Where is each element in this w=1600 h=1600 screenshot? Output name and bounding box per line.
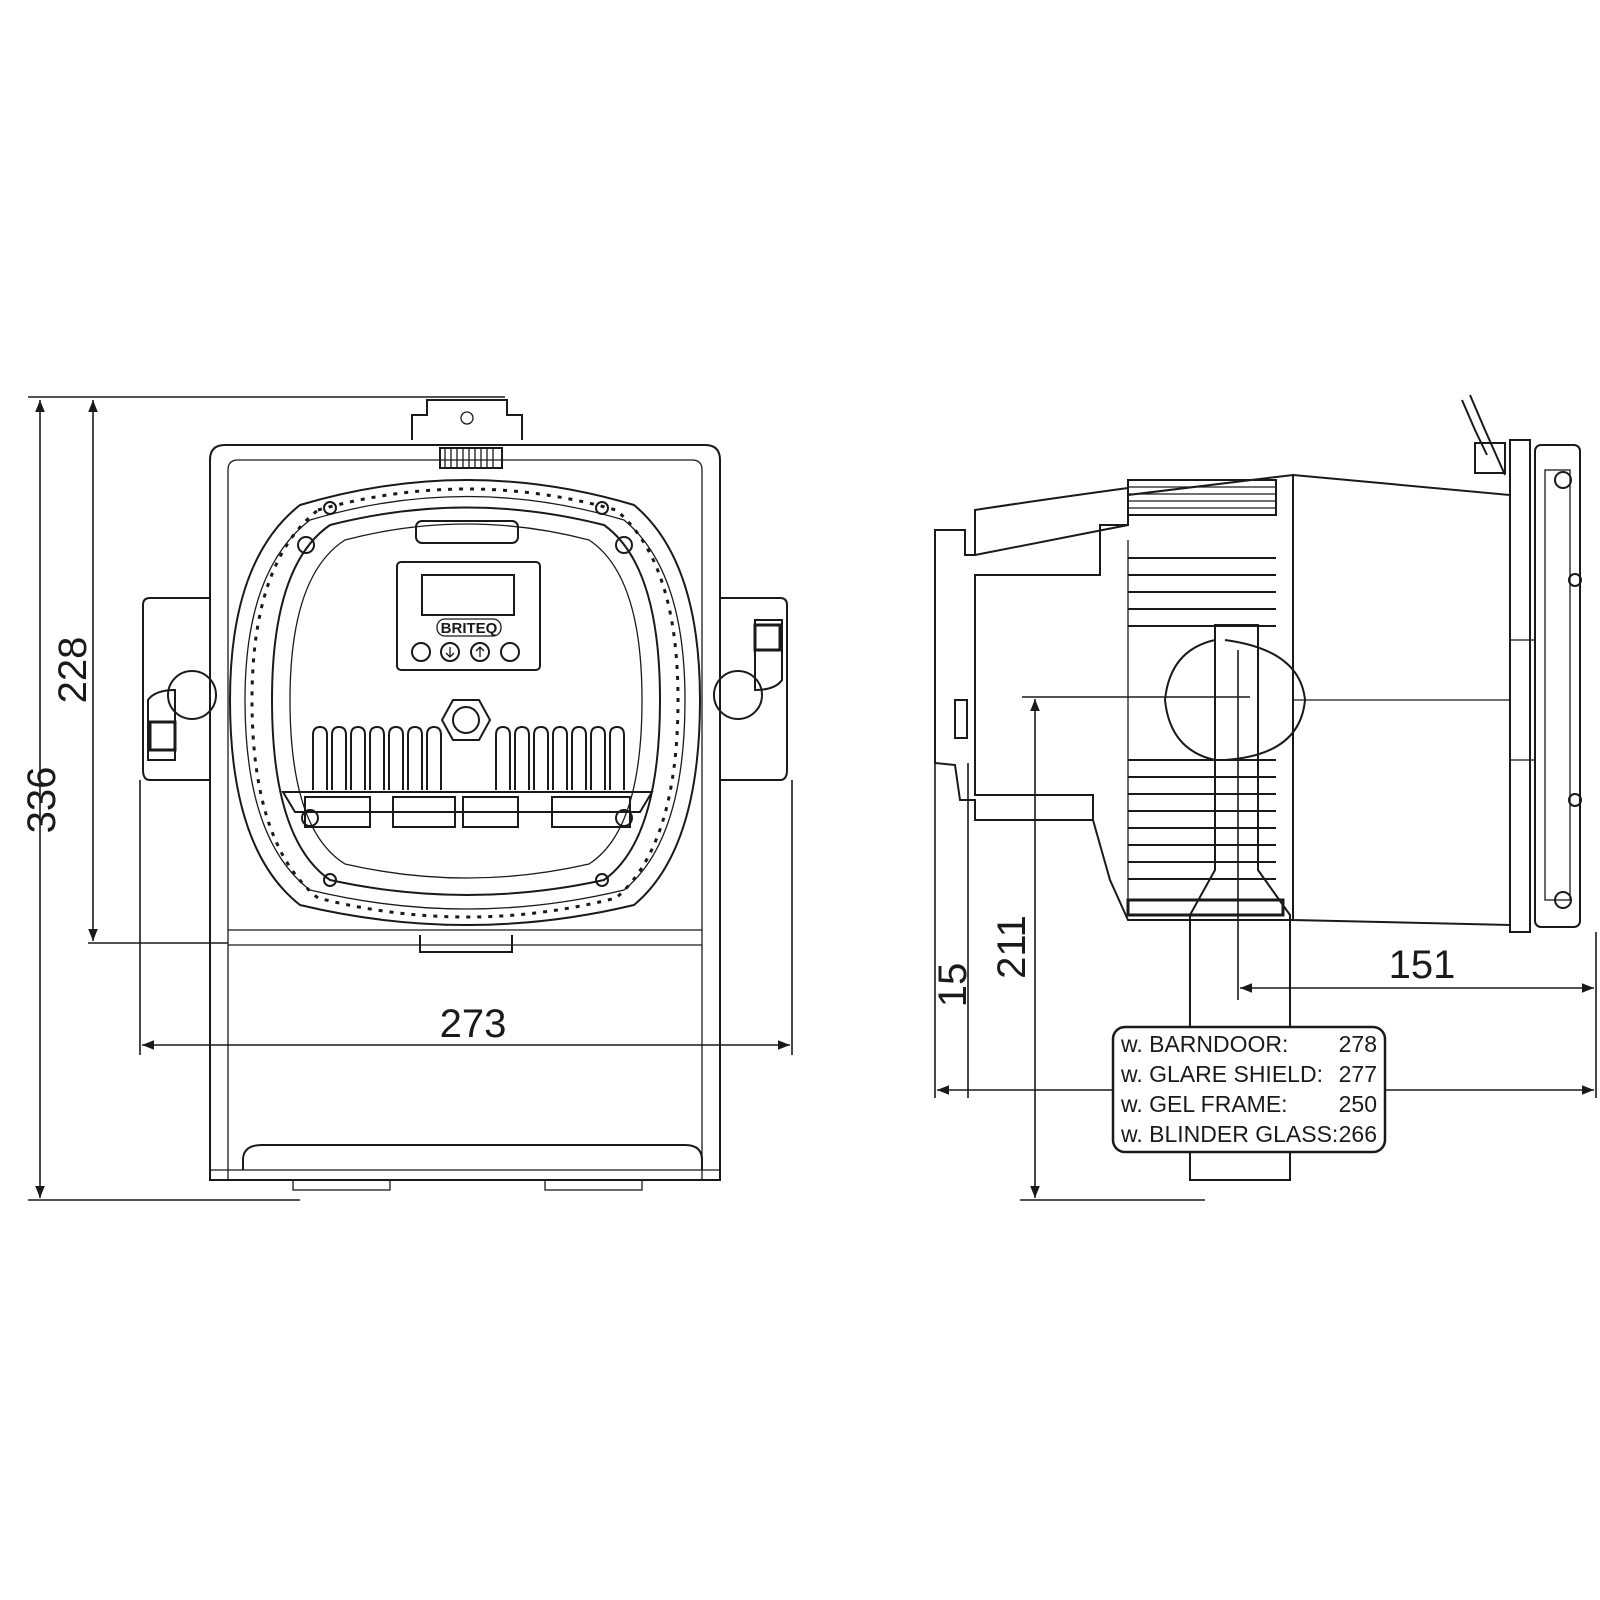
- cooling-fins-ring: [250, 487, 680, 919]
- safety-clip: [1461, 394, 1506, 476]
- total-height-dim: 336: [20, 767, 64, 834]
- lcd-display: [421, 574, 515, 616]
- right-tilt-knob: [713, 670, 763, 720]
- pivot-height-dim: 211: [990, 915, 1034, 979]
- accessory-frame: [1509, 439, 1582, 933]
- rear-cap: [934, 486, 1129, 821]
- rear-heatsink: [312, 725, 625, 790]
- width-dim: 273: [440, 1002, 507, 1046]
- left-tilt-knob: [167, 670, 217, 720]
- handle: [415, 520, 519, 544]
- option-value-blinder-glass: 266: [1339, 1121, 1377, 1147]
- housing-ring: [228, 479, 702, 926]
- right-clamp: [719, 597, 788, 781]
- up-button: [470, 642, 490, 662]
- enter-button: [500, 642, 520, 662]
- option-label-blinder-glass: w. BLINDER GLASS:: [1120, 1121, 1338, 1147]
- option-value-glare-shield: 277: [1339, 1061, 1377, 1087]
- option-label-barndoor: w. BARNDOOR:: [1120, 1031, 1288, 1057]
- top-bracket: [411, 399, 523, 440]
- side-connector: [954, 699, 968, 739]
- down-button: [440, 642, 460, 662]
- dmx-out-connector: [462, 796, 519, 828]
- option-label-glare-shield: w. GLARE SHIELD:: [1120, 1061, 1323, 1087]
- mode-button: [411, 642, 431, 662]
- option-label-gel-frame: w. GEL FRAME:: [1120, 1091, 1288, 1117]
- rear-panel: [270, 506, 662, 896]
- control-panel: BRITEQ: [396, 561, 541, 671]
- left-clamp: [142, 597, 211, 781]
- connector-strip: [281, 791, 654, 813]
- offset-dim: 15: [931, 963, 975, 1008]
- option-value-gel-frame: 250: [1339, 1091, 1377, 1117]
- depth-dim: 151: [1389, 943, 1456, 987]
- screws: [297, 501, 633, 887]
- yoke-frame: [209, 444, 721, 1181]
- side-heatsink: [1126, 479, 1285, 917]
- power-in-connector: [304, 796, 371, 828]
- front-dimensions: 336 228 273: [20, 396, 793, 1201]
- power-out-connector: [551, 796, 631, 828]
- brand-logo: BRITEQ: [441, 620, 498, 637]
- option-value-barndoor: 278: [1339, 1031, 1377, 1057]
- side-dimensions: 15 211 151: [931, 650, 1597, 1201]
- options-box: w. BARNDOOR: 278 w. GLARE SHIELD: 277 w.…: [1111, 1025, 1387, 1154]
- top-spring: [439, 447, 503, 469]
- body-height-dim: 228: [51, 637, 95, 704]
- front-view: BRITEQ: [142, 399, 788, 1191]
- dmx-in-connector: [392, 796, 456, 828]
- cable-gland: [440, 699, 492, 741]
- yoke-pivot: [1224, 639, 1307, 761]
